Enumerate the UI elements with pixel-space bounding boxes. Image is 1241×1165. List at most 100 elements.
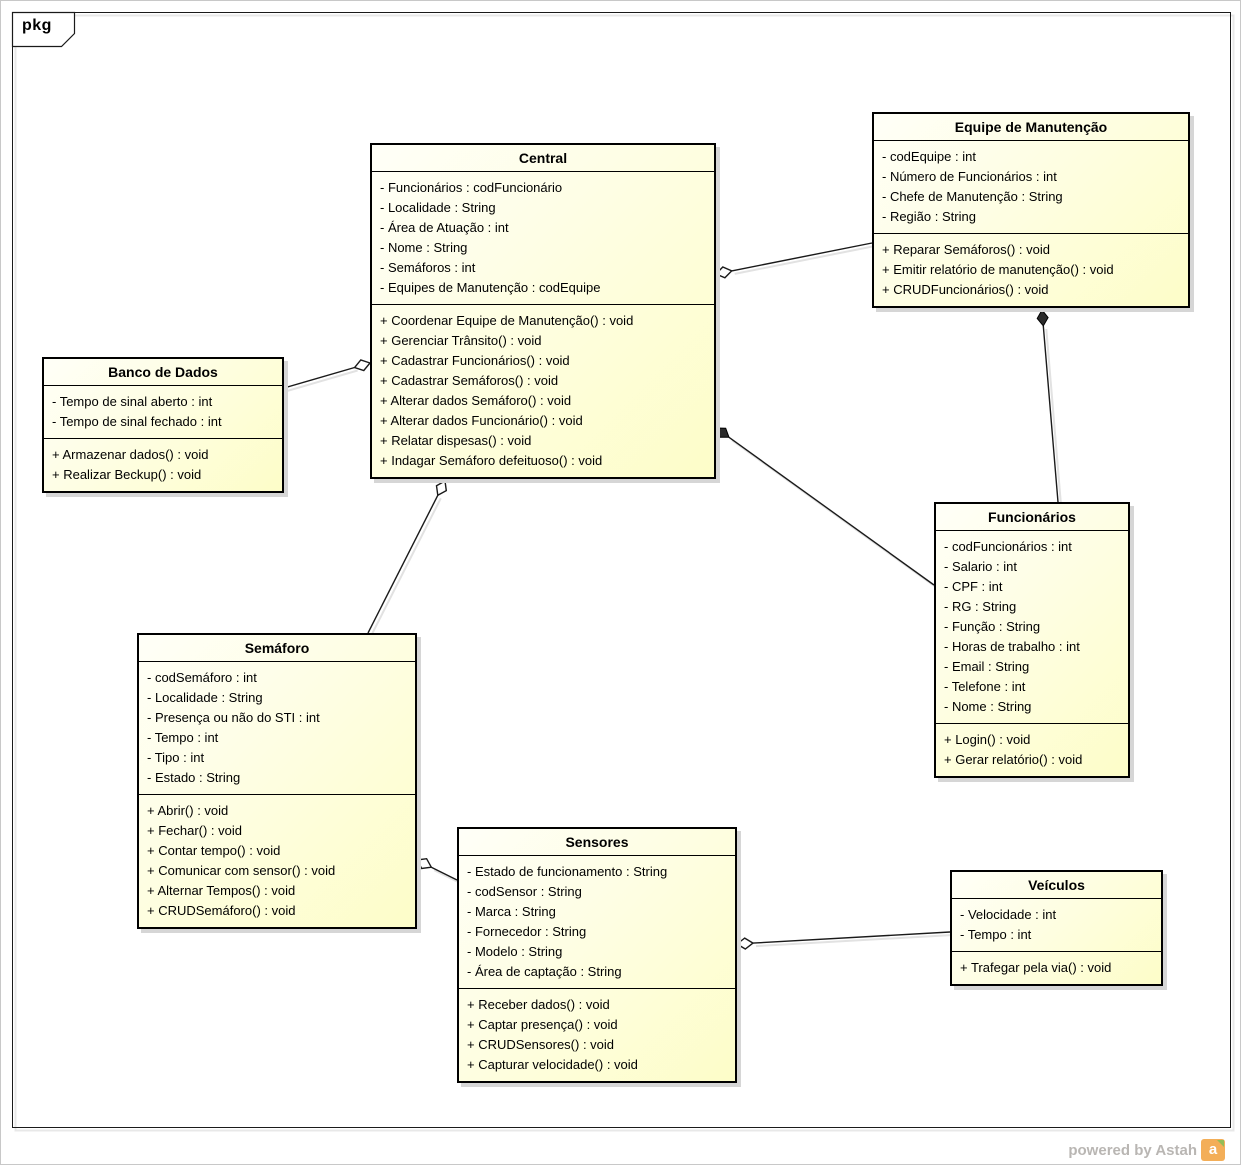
member-line: + CRUDSemáforo() : void (147, 903, 296, 918)
member-line: + Alterar dados Semáforo() : void (380, 393, 572, 408)
member-line: - RG : String (944, 599, 1017, 614)
aggregation-diamond-icon (714, 266, 733, 279)
member-line: - Estado de funcionamento : String (467, 864, 668, 879)
member-line: + Login() : void (944, 732, 1031, 747)
member-line: + Relatar dispesas() : void (380, 433, 532, 448)
class-sensores[interactable]: Sensores - Estado de funcionamento : Str… (457, 827, 737, 1083)
attributes-compartment: - Velocidade : int - Tempo : int (952, 899, 1161, 952)
member-line: - Telefone : int (944, 679, 1026, 694)
member-line: + Cadastrar Semáforos() : void (380, 373, 559, 388)
member-line: - Marca : String (467, 904, 556, 919)
member-line: + Emitir relatório de manutenção() : voi… (882, 262, 1114, 277)
member-line: - codFuncionários : int (944, 539, 1072, 554)
class-equipe-de-manutencao[interactable]: Equipe de Manutenção - codEquipe : int- … (872, 112, 1190, 308)
connector-semaforo-sensores[interactable] (415, 857, 461, 884)
frame-shadow (14, 14, 1235, 1132)
class-veiculos[interactable]: Veículos - Velocidade : int - Tempo : int… (950, 870, 1163, 986)
methods-compartment: + Coordenar Equipe de Manutenção() : voi… (372, 305, 714, 477)
methods-compartment: + Trafegar pela via() : void (952, 952, 1161, 984)
member-line: + Gerar relatório() : void (944, 752, 1083, 767)
member-line: - Equipes de Manutenção : codEquipe (380, 280, 601, 295)
member-line: - Estado : String (147, 770, 241, 785)
connector-semaforo-central[interactable] (367, 479, 448, 637)
attributes-compartment: - Tempo de sinal aberto : int - Tempo de … (44, 386, 282, 439)
connector-central-funcionarios[interactable] (715, 427, 938, 589)
methods-compartment: + Abrir() : void + Fechar() : void + Conta… (139, 795, 415, 927)
member-line: + Captar presença() : void (467, 1017, 618, 1032)
class-banco-de-dados[interactable]: Banco de Dados - Tempo de sinal aberto :… (42, 357, 284, 493)
attributes-compartment: - codSemáforo : int- Localidade : String… (139, 662, 415, 795)
class-title: Banco de Dados (44, 359, 282, 386)
member-line: - Presença ou não do STI : int (147, 710, 320, 725)
member-line: + CRUDSensores() : void (467, 1037, 615, 1052)
aggregation-diamond-icon (415, 857, 433, 870)
member-line: - Semáforos : int (380, 260, 476, 275)
attributes-compartment: - codFuncionários : int - Salario : int - … (936, 531, 1128, 724)
member-line: - Chefe de Manutenção : String (882, 189, 1063, 204)
member-line: + Indagar Semáforo defeituoso() : void (380, 453, 603, 468)
member-line: + Contar tempo() : void (147, 843, 281, 858)
member-line: - Velocidade : int (960, 907, 1057, 922)
member-line: - codEquipe : int (882, 149, 976, 164)
attributes-compartment: - Estado de funcionamento : String - codS… (459, 856, 735, 989)
member-line: + Armazenar dados() : void (52, 447, 209, 462)
member-line: - Número de Funcionários : int (882, 169, 1057, 184)
pkg-tab-label: pkg (22, 17, 52, 34)
class-title: Veículos (952, 872, 1161, 899)
member-line: + CRUDFuncionários() : void (882, 282, 1049, 297)
member-line: - Email : String (944, 659, 1030, 674)
class-semaforo[interactable]: Semáforo - codSemáforo : int- Localidade… (137, 633, 417, 929)
member-line: + Fechar() : void (147, 823, 243, 838)
aggregation-diamond-icon (435, 479, 448, 497)
member-line: + Abrir() : void (147, 803, 229, 818)
member-line: + Gerenciar Trânsito() : void (380, 333, 542, 348)
member-line: - Localidade : String (380, 200, 496, 215)
class-central[interactable]: Central - Funcionários : codFuncionário-… (370, 143, 716, 479)
member-line: - Nome : String (944, 699, 1032, 714)
member-line: - Horas de trabalho : int (944, 639, 1080, 654)
class-title: Funcionários (936, 504, 1128, 531)
member-line: + Reparar Semáforos() : void (882, 242, 1050, 257)
class-title: Sensores (459, 829, 735, 856)
member-line: - Tempo de sinal fechado : int (52, 414, 222, 429)
member-line: + Comunicar com sensor() : void (147, 863, 336, 878)
methods-compartment: + Armazenar dados() : void+ Realizar Bec… (44, 439, 282, 491)
connector-sensores-veiculos[interactable] (735, 931, 954, 950)
methods-compartment: + Login() : void + Gerar relatório() : vo… (936, 724, 1128, 776)
methods-compartment: + Reparar Semáforos() : void + Emitir rel… (874, 234, 1188, 306)
composition-diamond-icon (715, 427, 730, 438)
package-frame (12, 12, 1231, 1128)
connector-equipe-funcionarios[interactable] (1036, 309, 1062, 506)
member-line: - Área de Atuação : int (380, 220, 509, 235)
member-line: - Nome : String (380, 240, 468, 255)
member-line: - Salario : int (944, 559, 1017, 574)
composition-diamond-icon (1036, 309, 1049, 327)
member-line: - Função : String (944, 619, 1041, 634)
member-line: - Tempo : int (960, 927, 1032, 942)
attributes-compartment: - codEquipe : int - Número de Funcionário… (874, 141, 1188, 234)
class-title: Equipe de Manutenção (874, 114, 1188, 141)
member-line: - Área de captação : String (467, 964, 622, 979)
member-line: - Tipo : int (147, 750, 205, 765)
member-line: - Fornecedor : String (467, 924, 587, 939)
aggregation-diamond-icon (735, 937, 755, 950)
class-funcionarios[interactable]: Funcionários - codFuncionários : int - Sa… (934, 502, 1130, 778)
attributes-compartment: - Funcionários : codFuncionário- Localid… (372, 172, 714, 305)
astah-logo-icon[interactable]: a (1201, 1139, 1225, 1161)
powered-by-astah-credit[interactable]: powered by Astah (1068, 1142, 1197, 1159)
methods-compartment: + Receber dados() : void+ Captar presenç… (459, 989, 735, 1081)
member-line: + Alterar dados Funcionário() : void (380, 413, 583, 428)
member-line: - Região : String (882, 209, 976, 224)
member-line: - Tempo de sinal aberto : int (52, 394, 213, 409)
pkg-tab-shape (11, 11, 76, 48)
class-title: Central (372, 145, 714, 172)
connector-central-equipe[interactable] (714, 242, 876, 279)
member-line: + Alternar Tempos() : void (147, 883, 296, 898)
member-line: - Modelo : String (467, 944, 563, 959)
member-line: + Trafegar pela via() : void (960, 960, 1112, 975)
connector-banco-de-dados-central[interactable] (283, 359, 372, 392)
member-line: - codSensor : String (467, 884, 582, 899)
class-title: Semáforo (139, 635, 415, 662)
member-line: - codSemáforo : int (147, 670, 257, 685)
